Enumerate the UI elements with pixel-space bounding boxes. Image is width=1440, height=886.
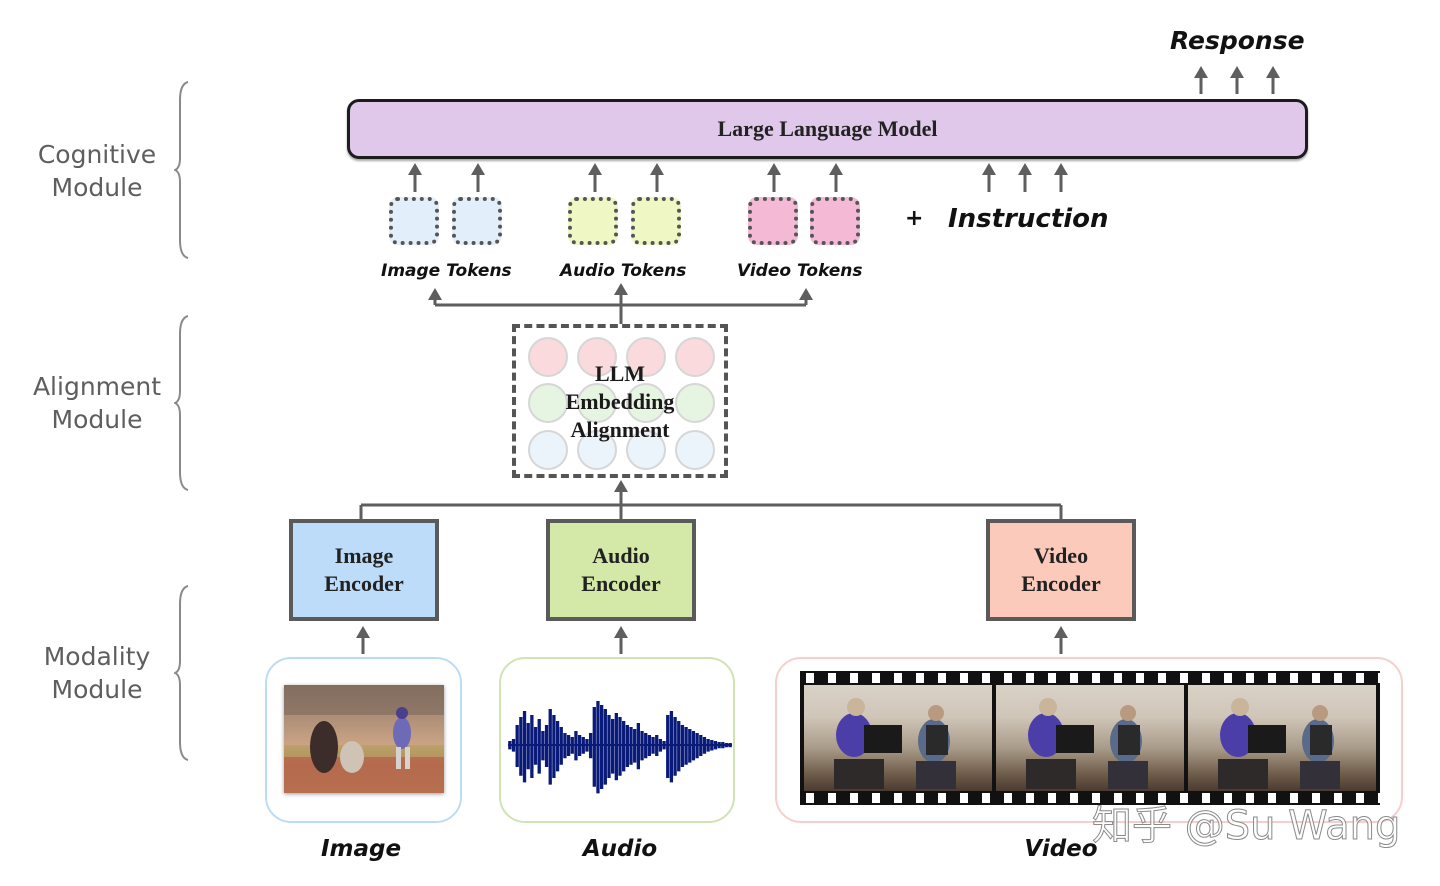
- video-input-label: Video: [1024, 836, 1098, 862]
- brace-cognitive-icon: [174, 81, 189, 259]
- musician-shape: [1120, 705, 1136, 721]
- arrow-head-icon: [1194, 66, 1208, 78]
- arrow-head-icon: [1054, 626, 1068, 638]
- audio-input-frame: [499, 657, 735, 823]
- musician-shape: [847, 698, 865, 716]
- audio-tokens-label: Audio Tokens: [560, 261, 687, 281]
- embedding-circle: [577, 430, 617, 470]
- arrow-head-icon: [982, 163, 996, 175]
- musician-shape: [1231, 698, 1249, 716]
- audio-token: [631, 197, 681, 245]
- arrow-head-icon: [614, 480, 628, 492]
- embedding-circle: [626, 337, 666, 377]
- arrow-head-icon: [799, 288, 813, 300]
- instruction-label: Instruction: [948, 204, 1109, 234]
- image-input-label: Image: [320, 836, 402, 862]
- llm-embedding-alignment-block: [512, 324, 728, 478]
- response-label: Response: [1170, 26, 1305, 55]
- musician-shape: [834, 759, 884, 789]
- arrow-head-icon: [767, 163, 781, 175]
- module-label-alignment: Alignment Module: [32, 372, 162, 434]
- musician-shape: [1218, 759, 1268, 789]
- embedding-circle: [577, 337, 617, 377]
- musician-shape: [1248, 725, 1286, 753]
- musician-shape: [1312, 705, 1328, 721]
- video-film-strip: [800, 671, 1380, 805]
- musician-shape: [928, 705, 944, 721]
- brace-alignment-icon: [174, 315, 189, 491]
- baseball-scene-icon: [284, 685, 444, 793]
- arrow-head-icon: [1266, 66, 1280, 78]
- musician-shape: [1108, 761, 1148, 789]
- musician-shape: [1310, 725, 1332, 755]
- embedding-circle: [577, 383, 617, 423]
- musician-shape: [1118, 725, 1140, 755]
- module-label-cognitive: Cognitive Module: [37, 140, 157, 202]
- baseball-photo: [284, 685, 444, 793]
- plus-sign: +: [905, 206, 924, 231]
- brace-modality-icon: [174, 585, 189, 761]
- musician-shape: [836, 713, 872, 757]
- musician-shape: [916, 761, 956, 789]
- musician-shape: [864, 725, 902, 753]
- video-tokens-label: Video Tokens: [737, 261, 863, 281]
- arrow-head-icon: [428, 288, 442, 300]
- musicians-icon: [834, 698, 1340, 789]
- musician-shape: [1056, 725, 1094, 753]
- watermark: 知乎 @Su Wang: [1091, 803, 1401, 850]
- video-token: [810, 197, 860, 245]
- module-label-modality: Modality Module: [43, 642, 151, 704]
- film-sprocket-holes-bottom: [800, 793, 1380, 803]
- embedding-circle: [528, 430, 568, 470]
- embedding-circle: [528, 383, 568, 423]
- image-token: [452, 197, 502, 245]
- image-input-frame: [265, 657, 462, 823]
- arrow-head-icon: [471, 163, 485, 175]
- arrow-head-icon: [1054, 163, 1068, 175]
- arrow-head-icon: [1018, 163, 1032, 175]
- video-token: [748, 197, 798, 245]
- embedding-circle: [528, 337, 568, 377]
- large-language-model-block: Large Language Model: [347, 99, 1308, 159]
- arrow-head-icon: [356, 626, 370, 638]
- audio-waveform-icon: [508, 701, 732, 794]
- musician-shape: [1300, 761, 1340, 789]
- arrow-head-icon: [650, 163, 664, 175]
- musician-shape: [1220, 713, 1256, 757]
- alignment-label: LLM Embedding Alignment: [565, 361, 675, 442]
- arrow-head-icon: [614, 283, 628, 295]
- arrow-head-icon: [588, 163, 602, 175]
- audio-token: [568, 197, 618, 245]
- arrow-head-icon: [1230, 66, 1244, 78]
- image-token: [389, 197, 439, 245]
- llm-label: Large Language Model: [717, 116, 938, 141]
- musician-shape: [1028, 713, 1064, 757]
- embedding-circle: [675, 337, 715, 377]
- musician-shape: [926, 725, 948, 755]
- audio-input-label: Audio: [582, 836, 658, 862]
- arrow-head-icon: [614, 626, 628, 638]
- musician-shape: [1039, 698, 1057, 716]
- arrow-head-icon: [408, 163, 422, 175]
- film-sprocket-holes-top: [800, 673, 1380, 683]
- embedding-circle: [626, 383, 666, 423]
- embedding-circle: [675, 430, 715, 470]
- image-tokens-label: Image Tokens: [381, 261, 512, 281]
- arrow-head-icon: [829, 163, 843, 175]
- musician-shape: [1026, 759, 1076, 789]
- waveform-path: [508, 701, 732, 794]
- embedding-circle: [675, 383, 715, 423]
- embedding-circle: [626, 430, 666, 470]
- video-input-frame: [775, 657, 1403, 823]
